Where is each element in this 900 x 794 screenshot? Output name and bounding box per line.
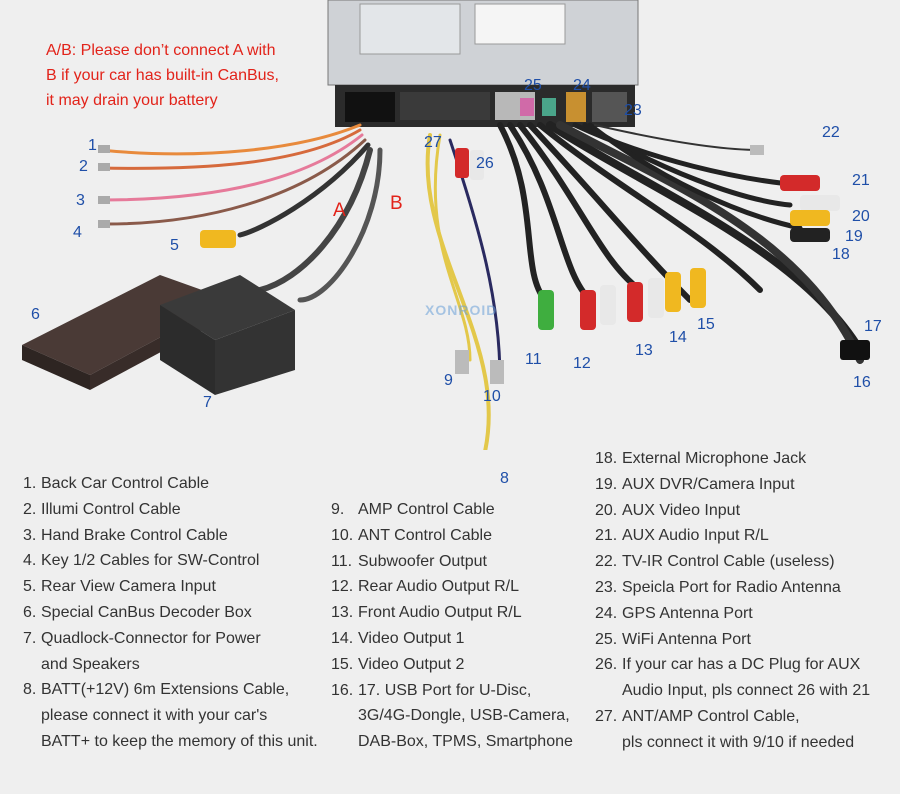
head-unit [327,0,639,127]
canbus-warning: A/B: Please don’t connect A with B if yo… [46,42,279,109]
callout-18: 18 [832,246,850,263]
quadlock-connector [160,275,295,395]
callout-17: 17 [864,318,882,335]
callout-15: 15 [697,316,715,333]
legend-item: 13.Front Audio Output R/L [331,604,522,622]
legend-item: 7.Quadlock-Connector for Power and Speak… [23,629,261,673]
legend-item: 10.ANT Control Cable [331,526,492,544]
callout-21: 21 [852,172,870,189]
callout-13: 13 [635,342,653,359]
rca-connectors [200,148,870,360]
legend-item: 1.Back Car Control Cable [23,475,210,492]
cables [98,121,864,450]
callout-4: 4 [73,224,82,241]
callout-7: 7 [203,394,212,411]
legend-column-3: 18.External Microphone Jack 19.AUX DVR/C… [595,446,895,756]
legend-column-2: 9.AMP Control Cable 10.ANT Control Cable… [331,497,591,755]
legend-column-1: 1.Back Car Control Cable 2.Illumi Contro… [23,471,343,755]
legend-item: 19.AUX DVR/Camera Input [595,475,795,493]
legend-item: 24.GPS Antenna Port [595,604,753,622]
legend-item: 15.Video Output 2 [331,655,465,673]
legend-item: 8.BATT(+12V) 6m Extensions Cable, please… [23,681,318,750]
legend-item: 9.AMP Control Cable [331,501,495,518]
legend-item: 18.External Microphone Jack [595,450,807,467]
legend-item: 4.Key 1/2 Cables for SW-Control [23,552,260,570]
callout-14: 14 [669,329,687,346]
callout-9: 9 [444,372,453,389]
callout-26: 26 [476,155,494,172]
wiring-harness-photo [22,0,870,450]
legend-item: 23.Speicla Port for Radio Antenna [595,578,841,596]
legend-item: 11.Subwoofer Output [331,552,487,570]
callout-11: 11 [525,351,542,368]
legend-item: 26.If your car has a DC Plug for AUX Aud… [595,656,871,700]
callout-27: 27 [424,134,442,151]
legend-item: 21.AUX Audio Input R/L [595,527,769,545]
callout-5: 5 [170,237,179,254]
label-a: A [333,200,346,221]
legend-item: 2.Illumi Control Cable [23,500,181,518]
callout-23: 23 [624,102,642,119]
callout-8: 8 [500,470,509,487]
callout-22: 22 [822,124,840,141]
callout-6: 6 [31,306,40,323]
callout-20: 20 [852,208,870,225]
legend-item: 25.WiFi Antenna Port [595,630,751,648]
callout-3: 3 [76,192,85,209]
legend-item: 5.Rear View Camera Input [23,578,216,596]
legend-item: 6.Special CanBus Decoder Box [23,603,252,621]
callout-10: 10 [483,388,501,405]
callout-24: 24 [573,77,591,94]
legend-item: 12.Rear Audio Output R/L [331,578,519,596]
legend-item: 3.Hand Brake Control Cable [23,526,228,544]
callout-12: 12 [573,355,591,372]
label-b: B [390,193,403,214]
legend-item: 16.17. USB Port for U-Disc, 3G/4G-Dongle… [331,681,573,751]
legend-item: 27.ANT/AMP Control Cable, pls connect it… [595,707,855,751]
callout-1: 1 [88,137,97,154]
callout-2: 2 [79,158,88,175]
callout-19: 19 [845,228,863,245]
callout-16: 16 [853,374,871,391]
callout-25: 25 [524,77,542,94]
legend-item: 14.Video Output 1 [331,629,465,647]
legend-item: 22.TV-IR Control Cable (useless) [595,553,835,571]
watermark: XONROID [425,302,498,318]
legend-item: 20.AUX Video Input [595,501,741,519]
small-pins [98,145,764,384]
